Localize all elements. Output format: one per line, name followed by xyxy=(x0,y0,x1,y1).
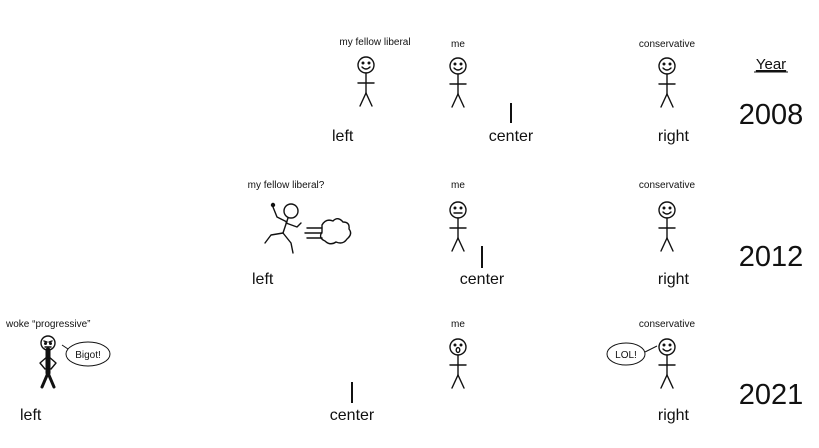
liberal-label: my fellow liberal xyxy=(339,37,410,48)
me-stick-figure xyxy=(449,201,467,252)
year-label: 2012 xyxy=(739,241,804,273)
axis-right-label: right xyxy=(658,271,690,288)
axis-left-label: left xyxy=(252,271,274,288)
axis-center-label: center xyxy=(330,407,375,424)
conservative-stick-figure xyxy=(658,57,676,108)
conservative-stick-figure xyxy=(658,338,676,389)
axis-center-label: center xyxy=(460,271,505,288)
row-2012: left center right 2012 my fellow liberal… xyxy=(248,180,804,288)
me-stick-figure xyxy=(449,338,467,389)
progressive-label: woke “progressive” xyxy=(5,319,90,330)
speech-bubble xyxy=(606,342,646,366)
progressive-stick-figure xyxy=(39,335,57,389)
progressive-speech-text: Bigot! xyxy=(75,350,101,361)
axis-left-label: left xyxy=(20,407,42,424)
conservative-stick-figure xyxy=(658,201,676,252)
axis-right-label: right xyxy=(658,128,690,145)
year-label: 2021 xyxy=(739,379,804,411)
speech-tail xyxy=(644,345,658,353)
conservative-speech-text: LOL! xyxy=(615,350,637,361)
liberal-stick-figure xyxy=(357,56,375,107)
speech-bubble xyxy=(65,341,111,367)
year-header: Year xyxy=(756,56,786,73)
conservative-label: conservative xyxy=(639,319,696,330)
me-label: me xyxy=(451,180,465,191)
me-label: me xyxy=(451,39,465,50)
axis-center-label: center xyxy=(489,128,534,145)
axis-left-label: left xyxy=(332,128,354,145)
axis-right-label: right xyxy=(658,407,690,424)
dust-cloud-icon xyxy=(304,218,352,245)
me-stick-figure xyxy=(449,57,467,108)
conservative-label: conservative xyxy=(639,180,696,191)
liberal-label: my fellow liberal? xyxy=(248,180,325,191)
me-label: me xyxy=(451,319,465,330)
row-2008: left center right 2008 my fellow liberal… xyxy=(332,37,803,145)
row-2021: left center right 2021 woke “progressive… xyxy=(5,319,803,424)
conservative-label: conservative xyxy=(639,39,696,50)
speech-tail xyxy=(61,344,69,350)
running-liberal-stick-figure xyxy=(264,202,302,254)
year-label: 2008 xyxy=(739,99,804,131)
